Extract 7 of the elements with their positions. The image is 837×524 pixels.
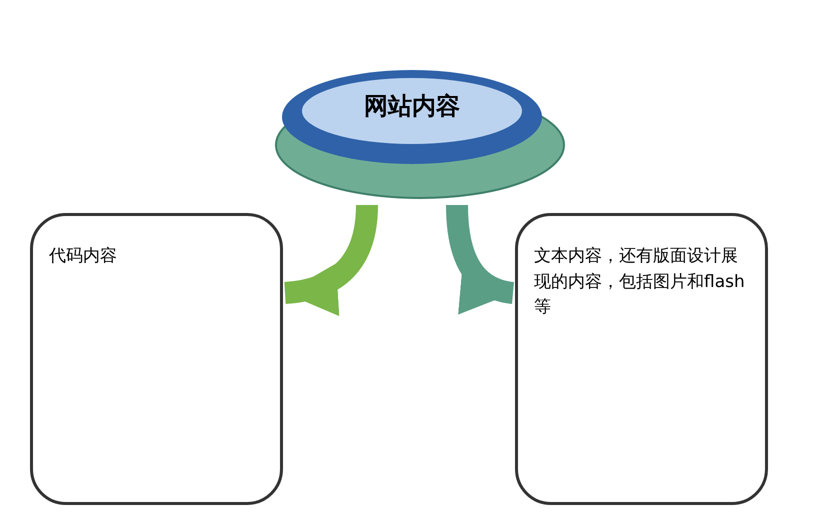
curved-arrow (284, 204, 378, 314)
node-title: 网站内容 (364, 91, 460, 122)
rounded-box (515, 213, 768, 505)
box-text: 代码内容 (49, 245, 118, 268)
box-text: 文本内容，还有版面设计展现的内容，包括图片和flash等 (534, 245, 746, 319)
curved-arrow (446, 204, 515, 312)
rounded-box (30, 213, 283, 505)
